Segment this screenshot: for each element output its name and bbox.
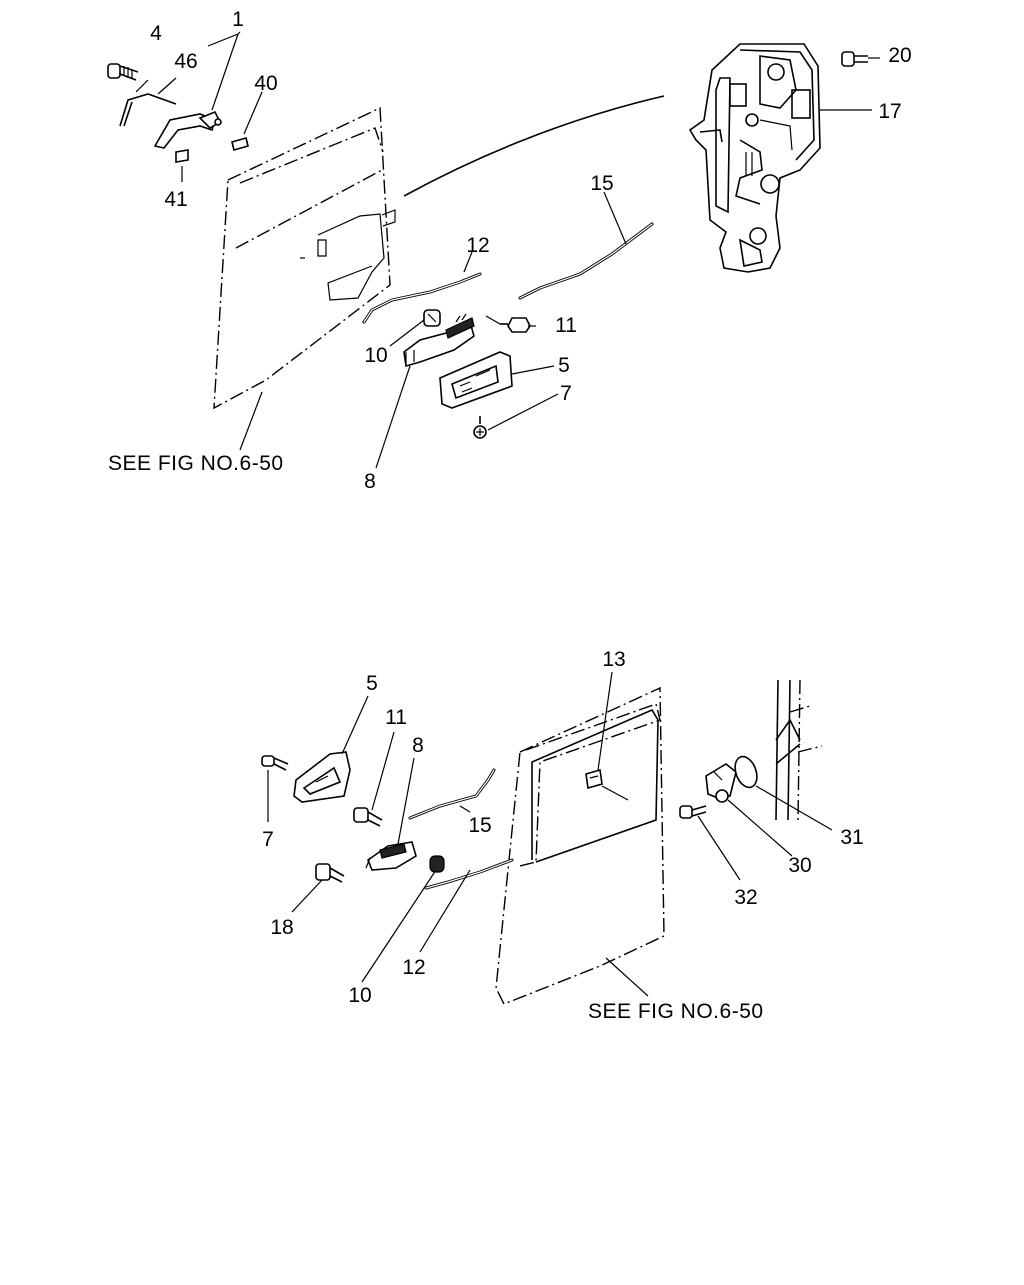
handle-rod-part-46 (119, 93, 177, 127)
bolt-part-20 (841, 51, 880, 67)
callout-31: 31 (840, 826, 863, 849)
upper-leaders (135, 31, 627, 469)
inner-handle-part-5-lower (293, 751, 351, 803)
callout-10-lower: 10 (348, 984, 371, 1007)
bushing-part-10-lower (429, 855, 445, 873)
clip-part-41 (175, 149, 189, 163)
lower-door-panel (495, 686, 665, 1005)
lower-diagram: 5 11 8 7 15 18 10 12 13 30 31 32 SEE FIG… (261, 648, 864, 1023)
callout-10: 10 (364, 344, 387, 367)
screw-part-11-upper (485, 315, 531, 333)
latch-rod-upper (403, 95, 665, 197)
callout-40: 40 (254, 72, 277, 95)
body-pillar (775, 679, 823, 821)
rod-part-12-lower (424, 858, 514, 890)
lower-reference-note: SEE FIG NO.6-50 (588, 1000, 764, 1023)
shim-part-31 (734, 755, 758, 789)
callout-13: 13 (602, 648, 625, 671)
callout-5: 5 (558, 354, 570, 377)
callout-46: 46 (174, 50, 197, 73)
callout-8: 8 (364, 470, 376, 493)
callout-15: 15 (590, 172, 613, 195)
screw-part-32 (679, 805, 707, 819)
inner-handle-part-5-upper (439, 351, 513, 409)
screw-part-7-upper (473, 416, 487, 439)
rod-part-12-upper (362, 272, 482, 324)
callout-11: 11 (555, 314, 577, 337)
callout-20: 20 (888, 44, 911, 67)
bushing-part-10-upper (423, 309, 441, 327)
rod-part-15-lower (408, 768, 496, 820)
callout-12: 12 (466, 234, 489, 257)
screw-part-11-lower (353, 807, 383, 827)
rod-part-15-upper (518, 222, 654, 300)
screw-part-4 (107, 63, 139, 81)
callout-18: 18 (270, 916, 293, 939)
callout-32: 32 (734, 886, 757, 909)
callout-7-lower: 7 (262, 828, 274, 851)
callout-8-lower: 8 (412, 734, 424, 757)
striker-part-30 (705, 763, 737, 803)
clip-part-13 (585, 768, 629, 801)
callout-7: 7 (560, 382, 572, 405)
lever-part-8-lower (365, 841, 417, 871)
pad-part-40 (231, 137, 249, 151)
callout-5-lower: 5 (366, 672, 378, 695)
callout-4: 4 (150, 22, 162, 45)
door-latch-part-17 (688, 43, 821, 273)
callout-41: 41 (164, 188, 187, 211)
screw-part-18 (315, 863, 345, 883)
screw-part-7-lower (261, 755, 289, 771)
callout-30: 30 (788, 854, 811, 877)
lever-part-8-upper (403, 313, 475, 368)
callout-1: 1 (232, 8, 244, 31)
callout-15-lower: 15 (468, 814, 491, 837)
lower-leaders (267, 671, 833, 997)
outside-handle-part (153, 110, 222, 149)
callout-17: 17 (878, 100, 901, 123)
upper-door-panel (213, 106, 396, 410)
callout-11-lower: 11 (385, 706, 407, 729)
callout-12-lower: 12 (402, 956, 425, 979)
upper-diagram: 1 4 46 40 41 12 15 10 11 5 7 8 17 20 SEE… (107, 8, 912, 493)
upper-reference-note: SEE FIG NO.6-50 (108, 452, 284, 475)
